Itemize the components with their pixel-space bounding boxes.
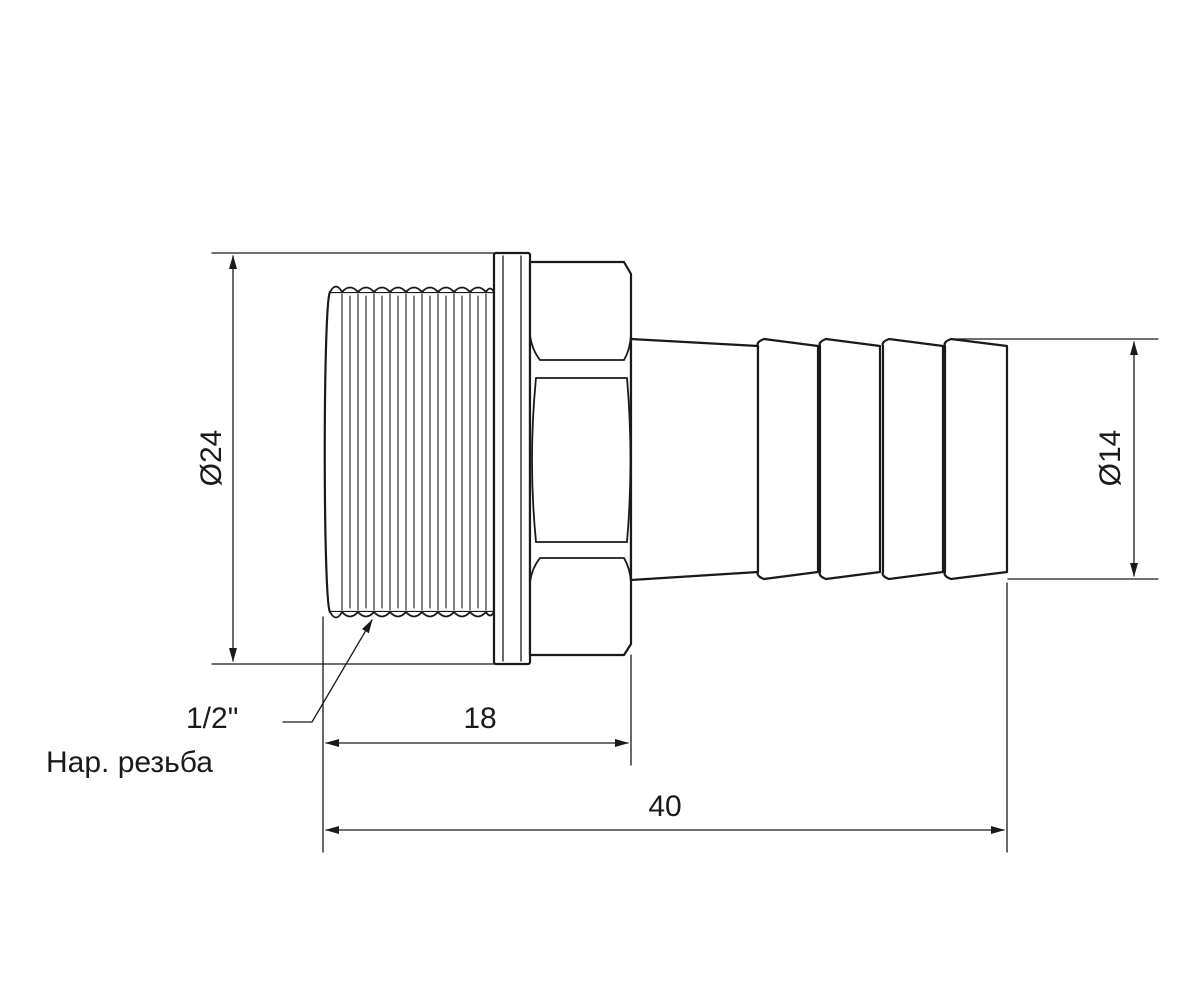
total-length-label: 40: [648, 790, 682, 823]
thread-size-label: 1/2": [186, 702, 239, 735]
barb-4: [943, 337, 1009, 581]
flange-collar: [492, 251, 532, 666]
threaded-section: [323, 285, 496, 619]
thread-length-label: 18: [463, 702, 497, 735]
hose-shank: [629, 337, 760, 582]
outer-diameter-label: Ø24: [195, 429, 228, 487]
thread-type-label: Нар. резьба: [46, 746, 213, 779]
barb-1: [756, 337, 820, 581]
thread-leader-line: [282, 619, 373, 723]
hex-nut: [528, 260, 633, 657]
hose-barbs: [756, 337, 1009, 581]
barb-3: [881, 337, 945, 581]
hose-diameter-label: Ø14: [1094, 429, 1127, 487]
extension-lines: [211, 252, 1159, 853]
barb-2: [818, 337, 882, 581]
dimension-lines: [229, 255, 1138, 834]
